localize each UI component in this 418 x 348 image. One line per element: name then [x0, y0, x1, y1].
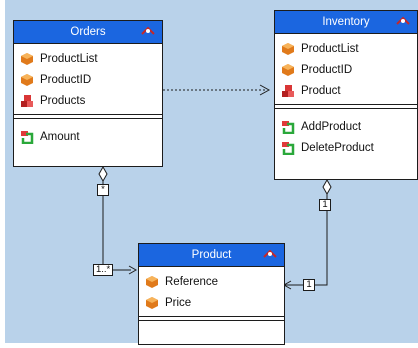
compartment-divider — [275, 108, 417, 112]
compartment-divider — [14, 114, 162, 118]
attribute-list: ProductList ProductID Products — [14, 44, 162, 114]
association-icon — [282, 84, 294, 97]
field-icon — [282, 63, 294, 76]
attribute-row[interactable]: ProductID — [14, 69, 162, 90]
inventory-product-line — [285, 194, 328, 286]
attribute-row[interactable]: ProductList — [275, 38, 417, 59]
association-icon — [21, 94, 33, 107]
multiplicity-product-from-inventory: 1 — [303, 279, 315, 291]
orders-product-arrowhead — [128, 265, 138, 275]
operation-list: Amount — [14, 122, 162, 150]
pin-icon[interactable] — [395, 15, 411, 27]
multiplicity-inventory-end: 1 — [319, 199, 331, 211]
method-icon — [282, 120, 295, 134]
attribute-list: ProductList ProductID Product — [275, 34, 417, 104]
class-title: Orders — [70, 26, 106, 38]
class-inventory[interactable]: Inventory ProductList ProductID Product — [274, 10, 418, 180]
attribute-row[interactable]: ProductID — [275, 59, 417, 80]
method-icon — [21, 130, 34, 144]
compartment-divider — [139, 320, 284, 324]
attribute-row[interactable]: Reference — [139, 271, 284, 292]
orders-aggregation-diamond — [98, 165, 108, 183]
operation-list: AddProduct DeleteProduct — [275, 112, 417, 161]
class-orders[interactable]: Orders ProductList ProductID Products — [13, 20, 163, 167]
field-icon — [282, 42, 294, 55]
class-title: Product — [191, 249, 232, 261]
pin-icon[interactable] — [262, 248, 278, 260]
compartment-divider — [139, 316, 284, 320]
attribute-list: Reference Price — [139, 267, 284, 316]
field-icon — [21, 73, 33, 86]
multiplicity-orders-end: * — [97, 184, 109, 196]
class-header[interactable]: Product — [139, 244, 284, 267]
method-icon — [282, 141, 295, 155]
field-icon — [21, 52, 33, 65]
compartment-divider — [14, 118, 162, 122]
class-header[interactable]: Orders — [14, 21, 162, 44]
attribute-row[interactable]: Product — [275, 80, 417, 101]
class-title: Inventory — [322, 16, 370, 28]
attribute-row[interactable]: Products — [14, 90, 162, 111]
attribute-row[interactable]: Price — [139, 292, 284, 313]
diagram-canvas: * 1..* 1 1 Orders ProductList ProductID … — [5, 0, 418, 345]
operation-row[interactable]: AddProduct — [275, 116, 417, 137]
field-icon — [146, 296, 158, 309]
field-icon — [146, 275, 158, 288]
operation-row[interactable]: DeleteProduct — [275, 137, 417, 158]
dependency-arrowhead — [259, 84, 271, 96]
pin-icon[interactable] — [140, 25, 156, 37]
operation-row[interactable]: Amount — [14, 126, 162, 147]
inventory-aggregation-diamond — [322, 178, 332, 196]
class-header[interactable]: Inventory — [275, 11, 417, 34]
connectors — [98, 84, 332, 290]
class-product[interactable]: Product Reference Price — [138, 243, 285, 345]
compartment-divider — [275, 104, 417, 108]
multiplicity-product-from-orders: 1..* — [93, 264, 114, 276]
attribute-row[interactable]: ProductList — [14, 48, 162, 69]
